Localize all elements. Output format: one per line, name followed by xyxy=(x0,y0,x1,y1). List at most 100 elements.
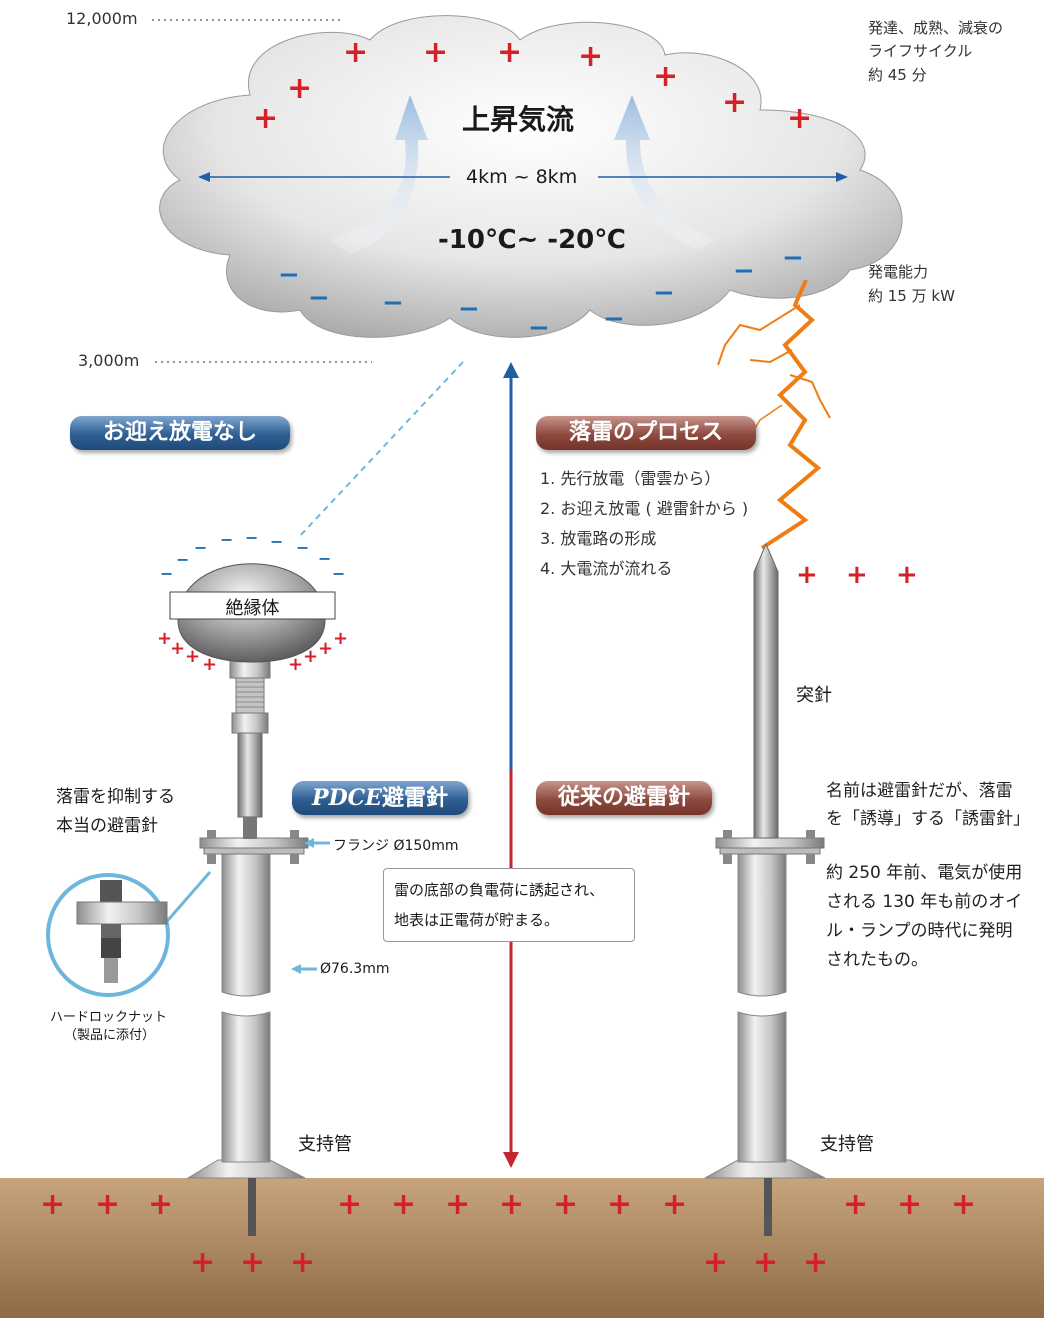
dome-positive-charge: + xyxy=(202,654,218,675)
cloud-negative-charge: − xyxy=(733,256,755,286)
power-line1: 発電能力 xyxy=(868,263,929,281)
cloud-negative-charge: − xyxy=(308,283,330,313)
altitude-top-label: 12,000m xyxy=(66,9,138,28)
ground-positive-charge: + xyxy=(662,1187,688,1222)
dome-positive-charge: + xyxy=(288,654,304,675)
cloud-negative-charge: − xyxy=(528,313,550,343)
updraft-arrow-left xyxy=(330,95,428,255)
ground-positive-charge: + xyxy=(445,1187,471,1222)
suppress-line2: 本当の避雷針 xyxy=(56,816,158,836)
power-line2: 約 15 万 kW xyxy=(868,287,955,305)
process-step-3: 3. 放電路の形成 xyxy=(540,529,657,548)
dome-negative-charge: − xyxy=(176,550,190,569)
cloud-positive-charge: + xyxy=(343,35,369,70)
ground-positive-charge: + xyxy=(803,1245,829,1280)
lifecycle-line1: 発達、成熟、減衰の xyxy=(868,19,1004,37)
cloud-negative-charge: − xyxy=(278,260,300,290)
ground-charge-note: 雷の底部の負電荷に誘起され、 地表は正電荷が貯まる。 xyxy=(383,868,635,942)
conv-desc2-line1: 約 250 年前、電気が使用 xyxy=(826,863,1023,883)
dome-positive-charge: + xyxy=(333,628,349,649)
lightning-bolt xyxy=(717,279,831,550)
pdce-badge-en: PDCE xyxy=(312,785,382,811)
ground-positive-charge: + xyxy=(607,1187,633,1222)
tip-positive-charge: + xyxy=(896,560,918,590)
dome-positive-charge: + xyxy=(157,628,173,649)
no-discharge-dashed-line xyxy=(297,361,464,539)
dome-negative-charge: − xyxy=(318,549,332,568)
ground-positive-charge: + xyxy=(290,1245,316,1280)
dome-negative-charge: − xyxy=(332,564,346,583)
ground-positive-charge: + xyxy=(148,1187,174,1222)
dome-negative-charge: − xyxy=(270,532,284,551)
conv-desc2-line3: ル・ランプの時代に発明 xyxy=(826,921,1013,941)
cloud-negative-charge: − xyxy=(603,304,625,334)
ground-positive-charge: + xyxy=(391,1187,417,1222)
thundercloud xyxy=(159,15,903,338)
dome-positive-charge: + xyxy=(185,646,201,667)
updraft-title: 上昇気流 xyxy=(462,103,575,136)
process-step-4: 4. 大電流が流れる xyxy=(540,559,673,578)
dome-negative-charge: − xyxy=(220,530,234,549)
pdce-support-label: 支持管 xyxy=(298,1134,352,1155)
conventional-badge: 従来の避雷針 xyxy=(536,781,712,815)
process-badge: 落雷のプロセス xyxy=(536,416,756,450)
cloud-positive-charge: + xyxy=(423,35,449,70)
conv-desc2-line2: される 130 年も前のオイ xyxy=(826,892,1023,912)
dome-positive-charge: + xyxy=(170,638,186,659)
tip-positive-charge: + xyxy=(796,560,818,590)
pipe-diameter-label: Ø76.3mm xyxy=(320,961,390,977)
dome-positive-charge: + xyxy=(303,646,319,667)
ground-positive-charge: + xyxy=(951,1187,977,1222)
insulator-label: 絶縁体 xyxy=(225,598,280,619)
conv-desc1-line1: 名前は避雷針だが、落雷 xyxy=(826,781,1013,801)
cloud-negative-charge: − xyxy=(782,243,804,273)
pdce-lightning-rod xyxy=(169,563,336,1236)
nut-label-line2: （製品に添付） xyxy=(64,1028,156,1043)
cloud-negative-charge: − xyxy=(653,278,675,308)
ground-positive-charge: + xyxy=(190,1245,216,1280)
conv-desc2-line4: されたもの。 xyxy=(826,950,928,970)
cloud-positive-charge: + xyxy=(578,39,604,74)
dome-positive-charge: + xyxy=(318,638,334,659)
note-line1: 雷の底部の負電荷に誘起され、 xyxy=(394,881,605,899)
cloud-positive-charge: + xyxy=(787,101,813,136)
cloud-positive-charge: + xyxy=(287,71,313,106)
ground-positive-charge: + xyxy=(95,1187,121,1222)
pdce-badge: PDCE避雷針 xyxy=(292,781,468,815)
process-step-2: 2. お迎え放電 ( 避雷針から ) xyxy=(540,499,749,518)
cloud-positive-charge: + xyxy=(253,101,279,136)
needle-tip-label: 突針 xyxy=(796,685,832,706)
conv-desc1-line2: を「誘導」する「誘雷針」 xyxy=(826,809,1030,829)
dome-negative-charge: − xyxy=(160,564,174,583)
ground-positive-charge: + xyxy=(843,1187,869,1222)
ground-positive-charge: + xyxy=(703,1245,729,1280)
flange-label: フランジ Ø150mm xyxy=(333,838,459,854)
process-step-1: 1. 先行放電（雷雲から） xyxy=(540,469,721,488)
no-upward-discharge-badge: お迎え放電なし xyxy=(70,416,290,450)
dome-negative-charge: − xyxy=(245,528,259,547)
suppress-line1: 落雷を抑制する xyxy=(56,787,175,807)
ground-positive-charge: + xyxy=(897,1187,923,1222)
altitude-bottom-label: 3,000m xyxy=(78,351,140,370)
pdce-badge-jp: 避雷針 xyxy=(381,786,448,811)
ground-positive-charge: + xyxy=(499,1187,525,1222)
dome-negative-charge: − xyxy=(296,538,310,557)
lifecycle-line3: 約 45 分 xyxy=(868,66,927,84)
note-line2: 地表は正電荷が貯まる。 xyxy=(394,911,560,929)
nut-label-line1: ハードロックナット xyxy=(50,1010,168,1025)
ground xyxy=(0,1178,1044,1318)
cloud-temperature: -10℃~ -20℃ xyxy=(438,225,626,255)
ground-positive-charge: + xyxy=(753,1245,779,1280)
ground-positive-charge: + xyxy=(337,1187,363,1222)
cloud-positive-charge: + xyxy=(653,59,679,94)
dome-negative-charge: − xyxy=(194,538,208,557)
cloud-positive-charge: + xyxy=(722,85,748,120)
cloud-positive-charge: + xyxy=(497,35,523,70)
conventional-lightning-rod xyxy=(704,542,826,1236)
cloud-negative-charge: − xyxy=(458,294,480,324)
updraft-arrow-right xyxy=(614,95,715,250)
cloud-width-label: 4km ~ 8km xyxy=(466,166,578,188)
lifecycle-line2: ライフサイクル xyxy=(868,42,973,60)
